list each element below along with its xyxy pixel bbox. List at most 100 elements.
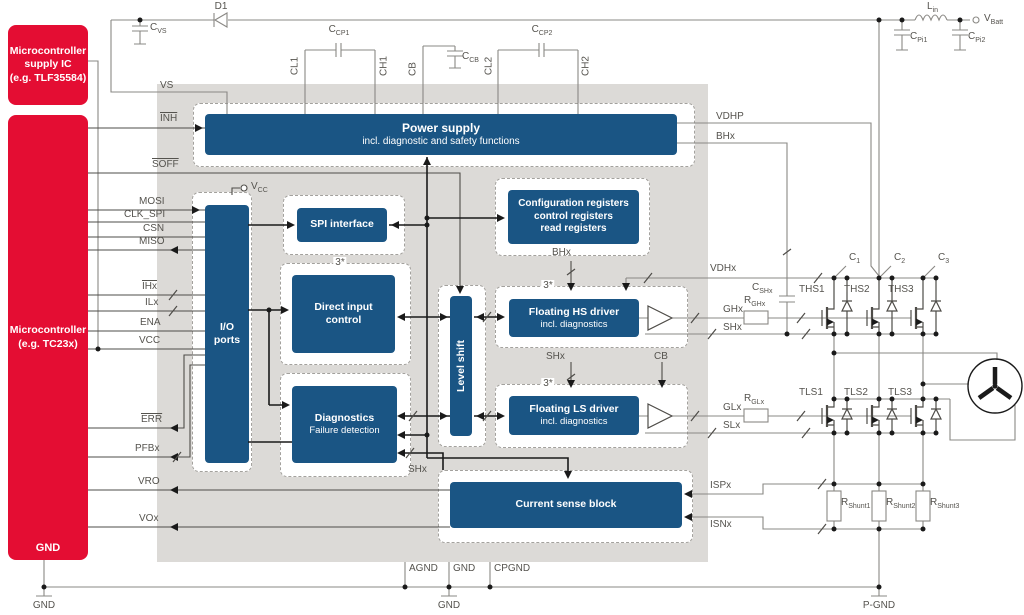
label-r-shunt3: RShunt3 (930, 497, 960, 510)
label-c-pi2-sub: Pi2 (975, 37, 986, 44)
label-c-pi2-main: C (968, 31, 976, 42)
microcontroller-label: Microcontroller (e.g. TC23x) (9, 323, 87, 350)
label-tls3: TLS3 (888, 387, 912, 398)
label-c-cb: CCB (462, 51, 479, 64)
label-c3: C3 (938, 252, 950, 265)
label-r-shunt2-main: R (886, 497, 894, 508)
power-supply-block: Power supply incl. diagnostic and safety… (205, 114, 677, 155)
label-ch2-pin: CH2 (580, 55, 592, 77)
label-r-shunt3-main: R (930, 497, 938, 508)
label-cpgnd: CPGND (494, 563, 531, 574)
current-sense-block: Current sense block (450, 482, 682, 528)
label-shx-right: SHx (723, 322, 742, 333)
hs-driver-subtitle: incl. diagnostics (540, 318, 608, 330)
label-tls2: TLS2 (844, 387, 868, 398)
label-r-shunt3-sub: Shunt3 (937, 503, 960, 510)
label-slx: SLx (723, 420, 741, 431)
diagnostics-title: Diagnostics (314, 412, 375, 425)
config-registers-block: Configuration registers control register… (508, 190, 639, 244)
label-r-glx-sub: GLx (751, 399, 765, 406)
label-bhx-right: BHx (716, 131, 735, 142)
label-gnd-mid: GND (437, 600, 461, 611)
label-r-shunt1-main: R (841, 497, 849, 508)
label-vox: VOx (139, 513, 159, 524)
label-r-shunt1: RShunt1 (841, 497, 871, 510)
config-registers-label: Configuration registers control register… (518, 198, 629, 235)
label-ch1-pin: CH1 (378, 55, 390, 77)
label-r-ghx: RGHx (744, 295, 766, 308)
label-c-pi1: CPi1 (910, 31, 927, 44)
label-r-glx: RGLx (744, 393, 765, 406)
label-c-shx-main: C (752, 282, 760, 293)
mcu-gnd-label: GND (35, 541, 61, 554)
label-l-in: Lin (927, 1, 939, 14)
label-d1: D1 (214, 1, 228, 12)
label-ths2: THS2 (844, 284, 870, 295)
ls-driver-title: Floating LS driver (529, 403, 619, 416)
label-r-shunt1-sub: Shunt1 (848, 503, 871, 510)
label-c-cp2-main: C (531, 24, 539, 35)
label-c-cp2: CCP2 (531, 24, 553, 37)
label-isnx: ISNx (710, 519, 732, 530)
supply-ic-box: Microcontroller supply IC (e.g. TLF35584… (8, 25, 88, 105)
current-sense-label: Current sense block (515, 498, 617, 511)
diagnostics-block: Diagnostics Failure detection (292, 386, 397, 463)
label-l-in-main: L (927, 1, 933, 12)
label-c2: C2 (894, 252, 906, 265)
label-c1-sub: 1 (856, 258, 861, 265)
label-v-batt-main: V (984, 13, 991, 24)
label-c3-sub: 3 (945, 258, 950, 265)
label-ispx: ISPx (710, 480, 732, 491)
label-l-in-sub: in (932, 7, 939, 14)
label-cl2-pin: CL2 (483, 56, 495, 76)
label-c-pi1-main: C (910, 31, 918, 42)
label-c-cp1: CCP1 (328, 24, 350, 37)
label-c2-sub: 2 (901, 258, 906, 265)
level-shift-label: Level shift (455, 340, 467, 392)
label-ghx: GHx (723, 304, 743, 315)
power-supply-title: Power supply (401, 121, 481, 135)
diagnostics-subtitle: Failure detection (309, 425, 380, 437)
label-vdhx: VDHx (710, 263, 737, 274)
label-c-cp1-sub: CP1 (335, 30, 350, 37)
label-vdhp: VDHP (716, 111, 744, 122)
label-r-ghx-sub: GHx (751, 301, 766, 308)
label-gnd-pin: GND (453, 563, 476, 574)
label-c-cb-sub: CB (469, 57, 479, 64)
spi-block: SPI interface (297, 208, 387, 242)
hs-driver-block: Floating HS driver incl. diagnostics (509, 299, 639, 337)
label-c-shx: CSHx (752, 282, 773, 295)
label-cl1-pin: CL1 (289, 56, 301, 76)
hs-driver-title: Floating HS driver (528, 305, 620, 318)
ls-driver-block: Floating LS driver incl. diagnostics (509, 396, 639, 435)
label-ths3: THS3 (888, 284, 914, 295)
label-c-cb-main: C (462, 51, 470, 62)
label-p-gnd: P-GND (862, 600, 896, 611)
io-ports-label: I/O ports (213, 320, 241, 346)
label-c3-main: C (938, 252, 946, 263)
direct-input-label: Direct input control (314, 300, 373, 326)
label-tls1: TLS1 (799, 387, 823, 398)
label-r-ghx-main: R (744, 295, 752, 306)
label-r-shunt2: RShunt2 (886, 497, 916, 510)
microcontroller-box: Microcontroller (e.g. TC23x) GND (8, 115, 88, 560)
label-c-shx-sub: SHx (759, 288, 773, 295)
io-ports-block: I/O ports (205, 205, 249, 463)
label-c-vs-main: C (150, 22, 158, 33)
label-gnd-left: GND (32, 600, 56, 611)
label-v-batt: VBatt (984, 13, 1003, 26)
label-glx: GLx (723, 402, 742, 413)
label-c1: C1 (849, 252, 861, 265)
label-c-cp1-main: C (328, 24, 336, 35)
label-ths1: THS1 (799, 284, 825, 295)
label-c2-main: C (894, 252, 902, 263)
label-c-pi2: CPi2 (968, 31, 986, 44)
label-r-shunt2-sub: Shunt2 (893, 503, 916, 510)
direct-input-block: Direct input control (292, 275, 395, 353)
label-c-vs: CVS (150, 22, 167, 35)
spi-label: SPI interface (310, 218, 374, 231)
ls-driver-subtitle: incl. diagnostics (540, 416, 608, 428)
label-r-glx-main: R (744, 393, 752, 404)
label-ihx: IHx (142, 281, 157, 292)
